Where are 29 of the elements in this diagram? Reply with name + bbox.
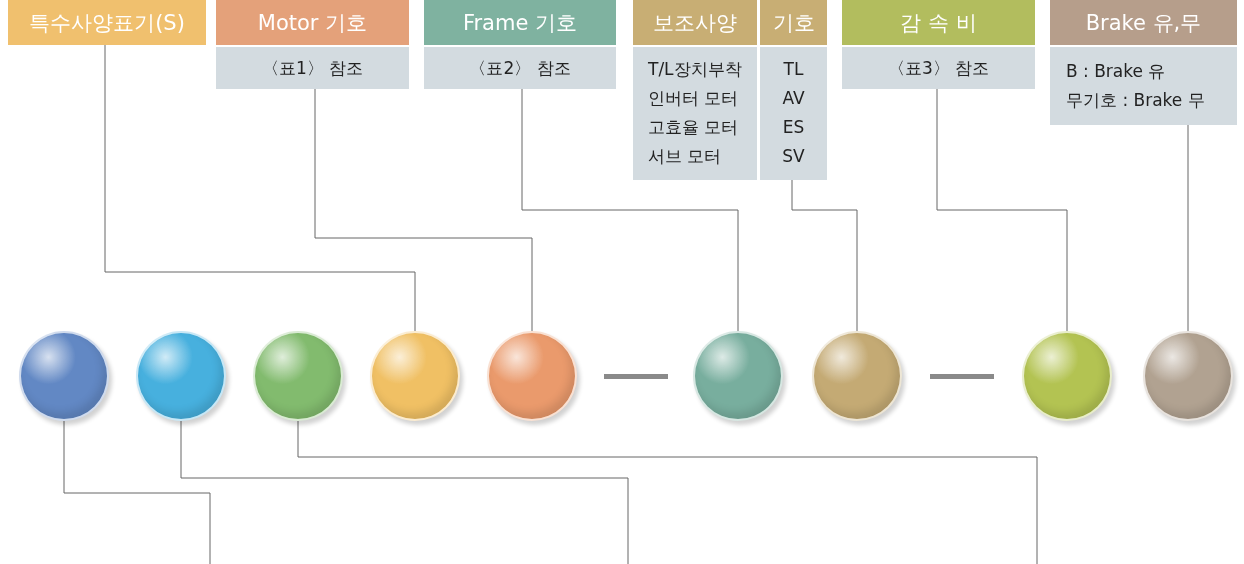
info-text: AV <box>782 87 805 110</box>
info-text: B : Brake 유 <box>1066 60 1166 83</box>
leader-line <box>521 88 739 332</box>
info-text: 〈표1〉 참조 <box>261 56 364 80</box>
leader-line <box>297 420 1038 564</box>
info-text: 〈표2〉 참조 <box>469 56 571 80</box>
header-label: 보조사양 <box>633 0 757 45</box>
info-text: 고효율 모터 <box>648 116 739 139</box>
leader-line <box>936 88 1068 332</box>
info-text: 인버터 모터 <box>648 87 739 110</box>
info-text: 무기호 : Brake 무 <box>1066 89 1205 112</box>
header-label: Brake 유,무 <box>1050 0 1237 45</box>
leader-line <box>104 44 416 332</box>
header-label: 기호 <box>760 0 827 45</box>
info-text: SV <box>782 145 805 168</box>
info-text: 〈표3〉 참조 <box>887 56 990 80</box>
leader-line <box>180 420 629 564</box>
info-text: 서브 모터 <box>648 145 722 168</box>
header-label: 특수사양표기(S) <box>8 0 206 45</box>
header-label: 감 속 비 <box>842 0 1035 45</box>
info-text: TL <box>783 58 804 81</box>
info-text: T/L장치부착 <box>648 58 742 81</box>
leader-line <box>791 179 858 332</box>
leader-line <box>1187 124 1189 332</box>
header-label: Frame 기호 <box>424 0 616 45</box>
leader-line <box>63 420 211 564</box>
leader-line <box>314 88 533 332</box>
info-text: ES <box>782 116 805 139</box>
header-label: Motor 기호 <box>216 0 409 45</box>
